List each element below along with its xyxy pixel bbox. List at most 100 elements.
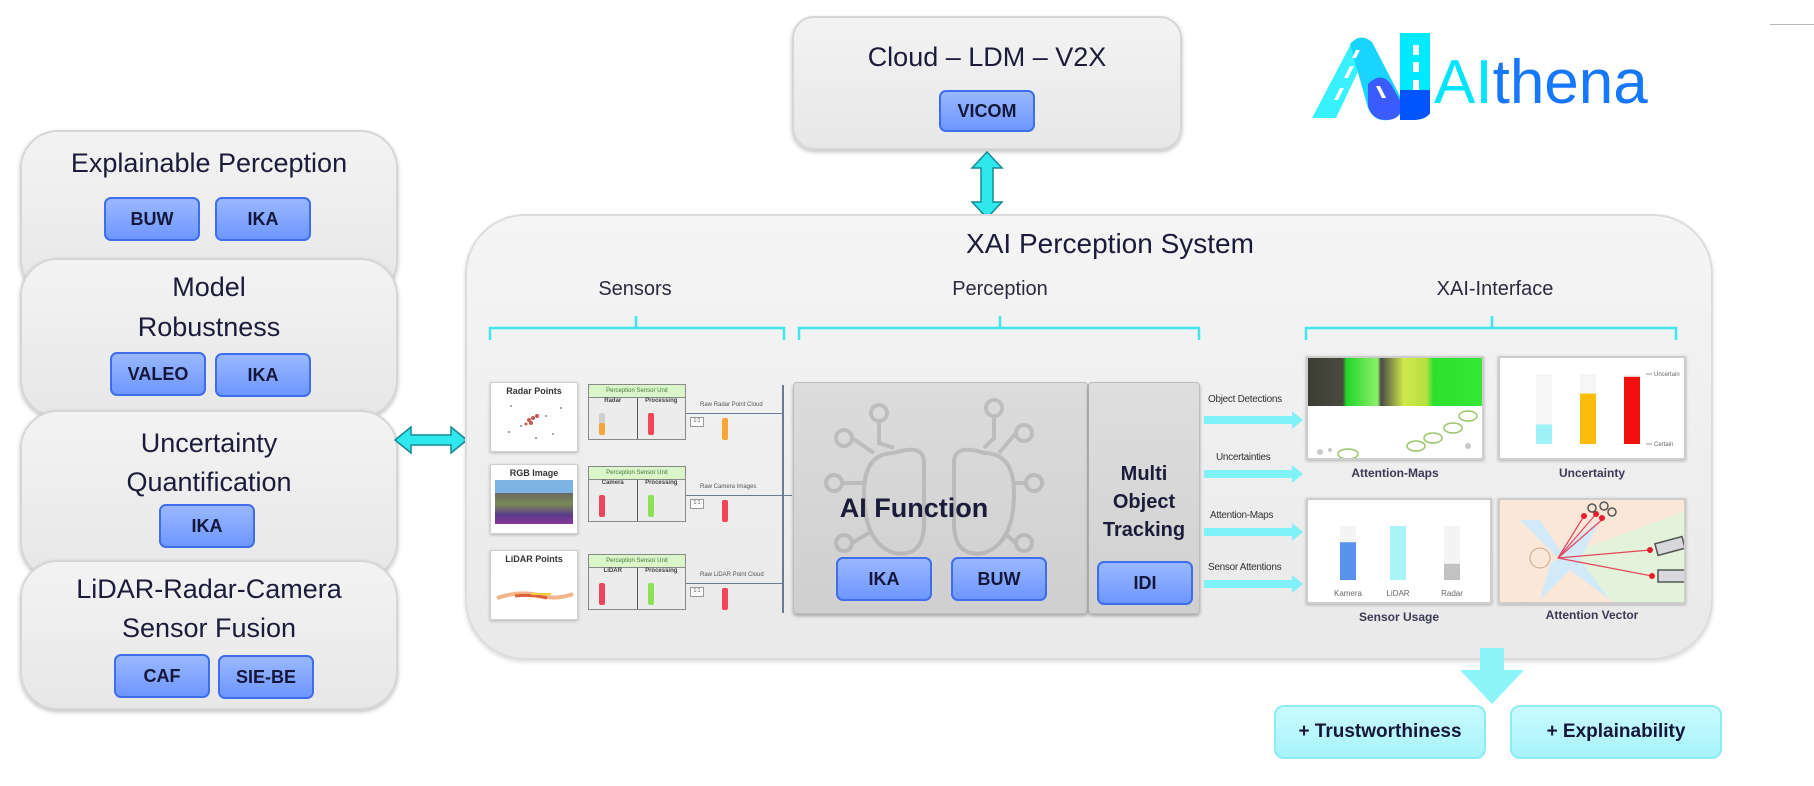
section-brace-xai-interface [1304,316,1678,340]
attention-vector-caption: Attention Vector [1545,608,1639,622]
psu-level-bar [647,495,654,517]
attention-maps-caption: Attention-Maps [1351,466,1439,480]
psu-header: Perception Sensor Unit [589,385,685,398]
psu-header: Perception Sensor Unit [589,555,685,568]
psu-col-label: Radar [604,398,622,404]
side-block-title-line1: Model [172,272,246,302]
partner-tag-caf: CAF [114,654,210,698]
attention-maps-card [1306,356,1484,460]
ai-function-block: AI Function IKA BUW [793,382,1088,614]
partner-tag-vicom: VICOM [939,90,1035,132]
side-block-sensor-fusion: LiDAR-Radar-Camera Sensor Fusion CAF SIE… [20,560,398,710]
mot-title-line1: Multi [1120,463,1168,485]
psu-col-label: LiDAR [603,568,622,574]
psu-level-bar [599,583,605,605]
street-scene-image [495,480,573,524]
side-block-title-line1: Uncertainty [140,428,278,458]
psu-sensor-col: Radar [589,398,638,439]
partner-tag-buw: BUW [951,557,1047,601]
uncertainty-bar [1580,393,1596,444]
althena-logo: AIthena [1310,30,1690,125]
lidar-point-cloud-icon [496,591,574,600]
sensor-usage-bar [1444,563,1460,580]
side-block-title: Explainable Perception [70,148,348,178]
bidirectional-arrow-horizontal-icon [393,425,469,455]
arrow-right-icon [1204,411,1303,429]
sensor-usage-bar [1340,542,1356,580]
output-label-attention-maps: Attention-Maps [1210,510,1274,521]
uncertainty-axis-bottom-label: Certain [1654,442,1673,448]
partner-tag-ika: IKA [215,353,311,397]
output-level-bar [722,500,728,522]
sensor-usage-bar-label: Radar [1441,589,1463,598]
lidar-points-thumbnail: LiDAR Points [490,550,578,620]
raw-data-label: Raw LiDAR Point Cloud [700,572,764,578]
sensor-usage-bar-label: Kamera [1334,589,1363,598]
attention-lidar-view [1317,410,1478,458]
side-block-model-robustness: Model Robustness VALEO IKA [20,258,398,418]
outcome-trustworthiness: + Trustworthiness [1274,705,1486,759]
section-label-sensors: Sensors [598,278,672,300]
raw-data-label: Raw Camera Images [700,484,757,490]
arrow-right-icon [1204,465,1303,483]
attention-camera-image [1308,358,1482,406]
road-a-logo-icon [1312,33,1430,121]
psu-processing-col: Processing [638,568,686,609]
output-label-sensor-attentions: Sensor Attentions [1208,562,1282,573]
raw-data-line [686,413,784,414]
psu-sensor-col: Camera [589,480,638,521]
system-title: XAI Perception System [966,228,1254,259]
psu-col-label: Processing [645,568,678,574]
brand-ai: AI [1434,48,1493,117]
mot-title-line2: Object [1112,491,1176,513]
ai-function-title: AI Function [839,493,989,523]
thumbnail-caption: RGB Image [509,468,559,478]
psu-level-bar [599,495,605,517]
uncertainty-bar [1624,376,1640,444]
psu-processing-col: Processing [638,398,686,439]
cloud-ldm-v2x-block: Cloud – LDM – V2X VICOM [792,16,1182,150]
outcome-explainability: + Explainability [1510,705,1722,759]
section-label-xai-interface: XAI-Interface [1436,278,1554,300]
raw-data-line [686,495,792,496]
partner-tag-sie-be: SIE-BE [218,655,314,699]
bidirectional-arrow-vertical-icon [970,150,1004,220]
attention-vector-diagram [1500,500,1684,602]
psu-sensor-col: LiDAR [589,568,638,609]
partner-tag-ika: IKA [836,557,932,601]
raw-data-line [686,583,784,584]
psu-level-bar [647,413,654,435]
ratio-box: 1:1 [690,417,704,427]
arrow-down-icon [1460,648,1524,704]
perception-sensor-unit-camera: Perception Sensor Unit Camera Processing [588,466,686,522]
section-brace-perception [797,316,1201,340]
uncertainty-bar [1536,424,1552,444]
output-level-bar [722,418,728,440]
perception-sensor-unit-lidar: Perception Sensor Unit LiDAR Processing [588,554,686,610]
side-block-title-line2: Quantification [126,467,292,497]
uncertainty-caption: Uncertainty [1558,466,1626,480]
ratio-box: 1:1 [690,499,704,509]
side-block-title-line2: Robustness [137,312,281,342]
thumbnail-caption: LiDAR Points [505,554,563,564]
section-brace-sensors [488,316,786,340]
raw-data-label: Raw Radar Point Cloud [700,402,763,408]
uncertainty-axis-top-label: Uncertain [1654,372,1680,378]
mot-title-line3: Tracking [1102,519,1186,541]
brand-thena: thena [1492,48,1648,117]
arrow-right-icon [1204,575,1303,593]
rgb-image-thumbnail: RGB Image [490,464,578,534]
psu-level-bar [599,422,605,435]
output-label-uncertainties: Uncertainties [1216,452,1271,463]
partner-tag-valeo: VALEO [110,352,206,396]
sensor-usage-caption: Sensor Usage [1358,610,1440,624]
partner-tag-ika: IKA [215,197,311,241]
ratio-box: 1:1 [690,587,704,597]
sensor-bus-line [782,385,784,613]
psu-header: Perception Sensor Unit [589,467,685,480]
psu-col-label: Processing [645,480,678,486]
